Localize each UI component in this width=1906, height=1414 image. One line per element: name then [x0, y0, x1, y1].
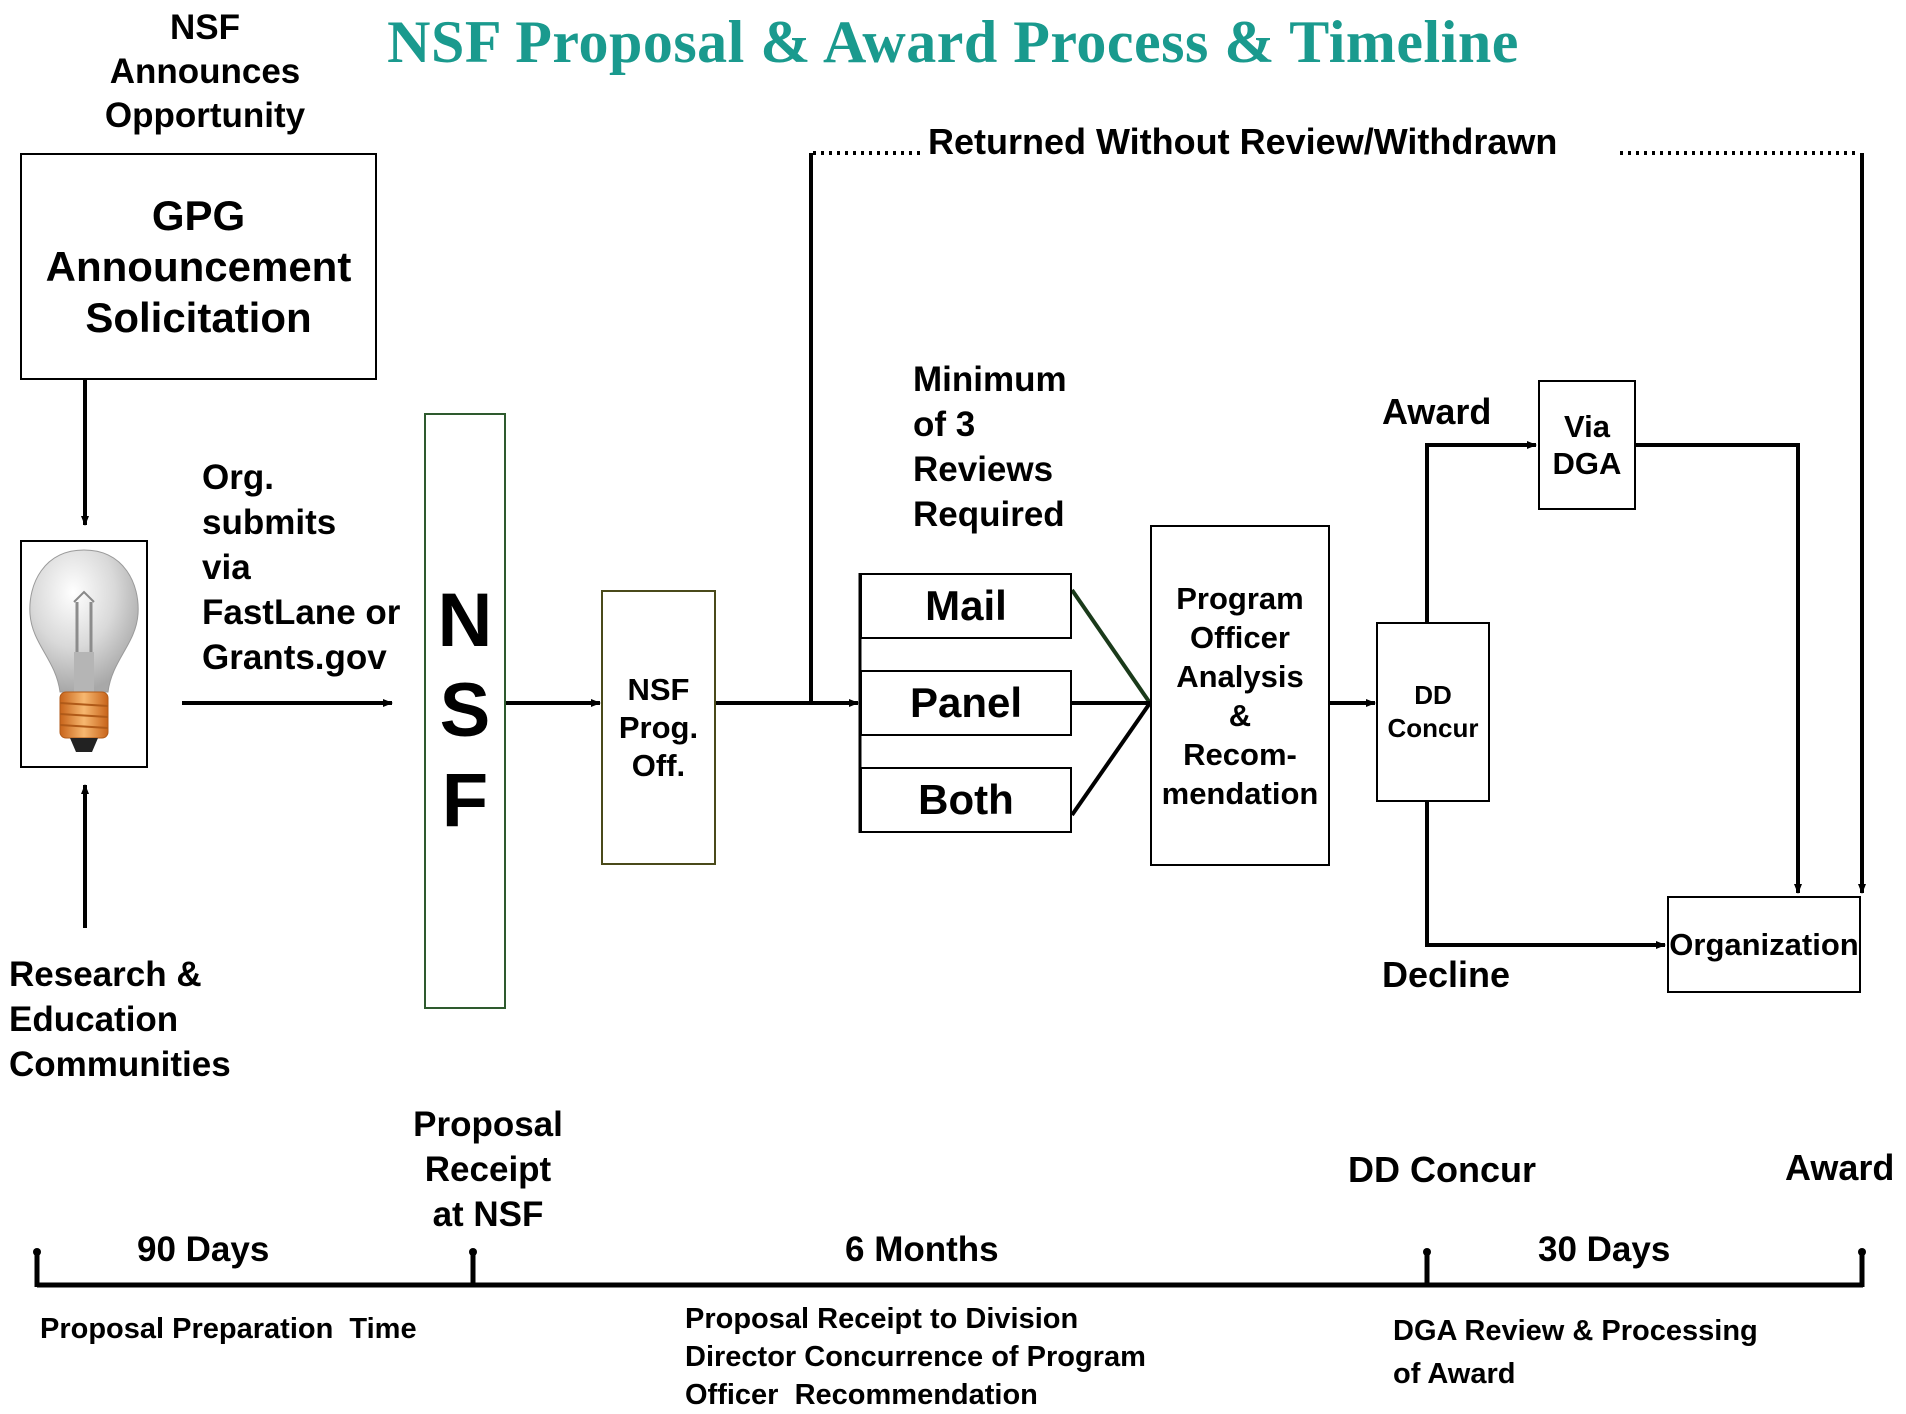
award-branch-label: Award	[1382, 391, 1492, 432]
gpg-solicitation-box: GPG Announcement Solicitation	[20, 153, 377, 380]
lightbulb-icon	[20, 540, 148, 768]
dga-to-org-line	[1636, 443, 1802, 894]
review-mail-box: Mail	[860, 573, 1072, 639]
org-submits-label: Org. submits via FastLane or Grants.gov	[202, 458, 401, 677]
timeline-seg3-duration: 30 Days	[1538, 1230, 1671, 1269]
award-branch-line	[1425, 441, 1537, 622]
timeline-dd-concur: DD Concur	[1348, 1149, 1536, 1190]
timeline-seg2-description: Proposal Receipt to Division Director Co…	[685, 1303, 1146, 1411]
nsf-intake-column: N S F	[424, 413, 506, 1009]
minimum-reviews-label: Minimum of 3 Reviews Required	[913, 360, 1067, 534]
organization-box: Organization	[1667, 896, 1861, 993]
timeline-seg2-duration: 6 Months	[845, 1230, 999, 1269]
timeline-seg1-description: Proposal Preparation Time	[40, 1313, 417, 1345]
decline-branch-label: Decline	[1382, 954, 1511, 995]
both-to-po	[1070, 701, 1152, 817]
nsf-announces-label: NSF Announces Opportunity	[104, 8, 306, 135]
dd-concur-box: DD Concur	[1376, 622, 1490, 802]
page-title: NSF Proposal & Award Process & Timeline	[387, 9, 1519, 75]
po-analysis-box: Program Officer Analysis & Recom- mendat…	[1150, 525, 1330, 866]
timeline-seg1-duration: 90 Days	[137, 1230, 270, 1269]
via-dga-box: Via DGA	[1538, 380, 1636, 510]
nsf-program-officer-box: NSF Prog. Off.	[601, 590, 716, 865]
decline-branch-line	[1425, 801, 1666, 949]
mail-to-po	[1070, 588, 1152, 705]
review-both-box: Both	[860, 767, 1072, 833]
review-panel-box: Panel	[860, 670, 1072, 736]
timeline-award: Award	[1785, 1147, 1895, 1188]
timeline-proposal-receipt: Proposal Receipt at NSF	[413, 1105, 563, 1234]
research-communities-label: Research & Education Communities	[9, 955, 231, 1084]
timeline-seg3-description: DGA Review & Processing of Award	[1393, 1315, 1758, 1390]
returned-without-review-label: Returned Without Review/Withdrawn	[928, 121, 1558, 162]
